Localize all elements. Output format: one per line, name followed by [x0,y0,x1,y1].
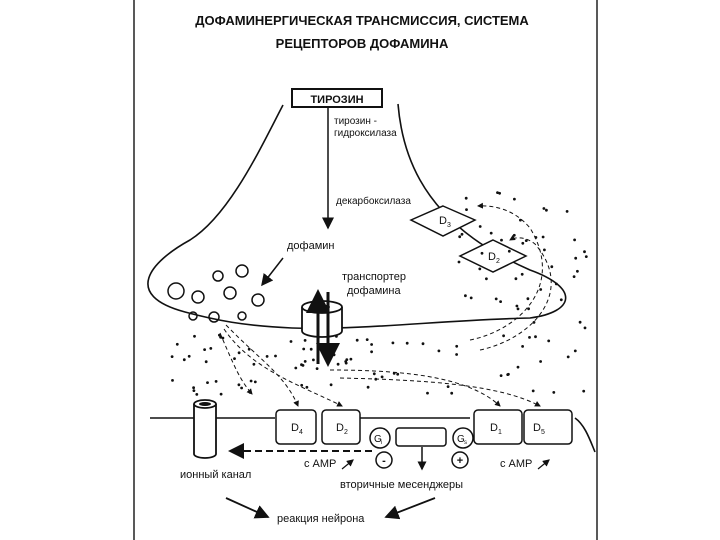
svg-text:2: 2 [496,258,500,265]
svg-text:G: G [374,434,382,445]
messengers-to-response-arrow [384,497,436,520]
dopamine-label: дофамин [287,240,335,252]
svg-text:D: D [336,422,344,434]
channel-to-response-arrow [225,497,270,519]
title-line-1: ДОФАМИНЕРГИЧЕСКАЯ ТРАНСМИССИЯ, СИСТЕМА [195,13,529,28]
transporter-label-2: дофамина [347,285,401,297]
camp-right-arrow [537,459,550,470]
camp-right-label: с AMP [500,458,532,470]
svg-text:-: - [382,455,386,467]
title-line-2: РЕЦЕПТОРОВ ДОФАМИНА [276,36,449,51]
dopamine-to-vesicles-arrow [261,257,284,287]
ion-channel-label: ионный канал [180,469,251,481]
transporter-label-1: транспортер [342,271,406,283]
decarboxylase-label: декарбоксилаза [336,195,411,207]
svg-text:D: D [533,422,541,434]
svg-text:3: 3 [447,222,451,229]
svg-text:D: D [439,215,447,227]
receptor-d4: D 4 [275,409,317,445]
svg-text:5: 5 [541,429,545,436]
svg-text:s: s [464,440,467,446]
tyrosine-box [291,88,383,108]
inhibition-sign: - [375,451,393,469]
svg-text:4: 4 [299,429,303,436]
ion-channel [193,399,217,459]
camp-left-arrow [341,459,354,470]
receptor-d2-postsynaptic: D 2 [321,409,361,445]
svg-text:D: D [490,422,498,434]
synaptic-vesicles [167,264,265,323]
dopamine-molecules [170,191,588,396]
receptor-d3-presynaptic: D 3 [409,205,477,237]
svg-text:i: i [381,440,382,446]
neuron-response-label: реакция нейрона [277,513,365,525]
camp-left-label: с AMP [304,458,336,470]
stimulation-sign: + [451,451,469,469]
receptor-d1: D 1 [473,409,523,445]
g-protein-gi: G i [369,427,391,449]
tyrosine-label: ТИРОЗИН [310,94,363,106]
svg-text:G: G [457,434,465,445]
g-protein-gs: G s [452,427,474,449]
dopamine-diffusion-paths [219,202,552,407]
receptor-d5: D 5 [523,409,573,445]
svg-text:+: + [457,455,463,467]
second-messengers-label: вторичные месенджеры [340,479,463,491]
svg-text:D: D [488,251,496,263]
receptor-d2-presynaptic: D 2 [458,239,528,273]
dopamine-transporter [301,300,343,338]
hydroxylase-label-2: гидроксилаза [334,128,397,139]
hydroxylase-label-1: тирозин - [334,116,377,127]
adenylate-cyclase [395,427,447,447]
svg-text:D: D [291,422,299,434]
svg-text:1: 1 [498,429,502,436]
svg-text:2: 2 [344,429,348,436]
